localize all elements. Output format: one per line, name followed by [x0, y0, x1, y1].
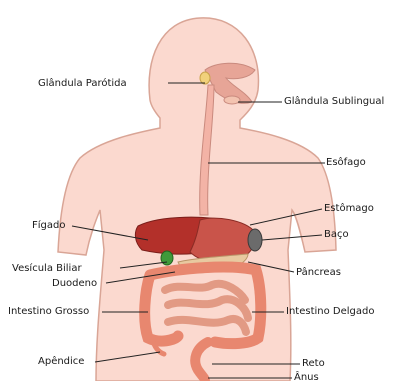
label-gallbladder: Vesícula Biliar — [12, 263, 82, 275]
parotid-gland — [200, 72, 210, 84]
body-silhouette — [58, 18, 336, 381]
label-esophagus: Esôfago — [326, 157, 366, 169]
label-large-intestine: Intestino Grosso — [8, 306, 89, 318]
label-small-intestine: Intestino Delgado — [286, 306, 374, 318]
spleen — [248, 229, 262, 251]
label-parotid: Glândula Parótida — [38, 78, 127, 90]
label-spleen: Baço — [324, 229, 349, 241]
label-liver: Fígado — [32, 220, 65, 232]
label-pancreas: Pâncreas — [296, 267, 341, 279]
label-duodenum: Duodeno — [52, 278, 97, 290]
label-appendix: Apêndice — [38, 356, 84, 368]
label-sublingual: Glândula Sublingual — [284, 96, 384, 108]
tongue — [224, 96, 240, 104]
label-rectum: Reto — [302, 358, 325, 370]
label-stomach: Estômago — [324, 203, 374, 215]
label-anus: Ânus — [294, 372, 319, 384]
